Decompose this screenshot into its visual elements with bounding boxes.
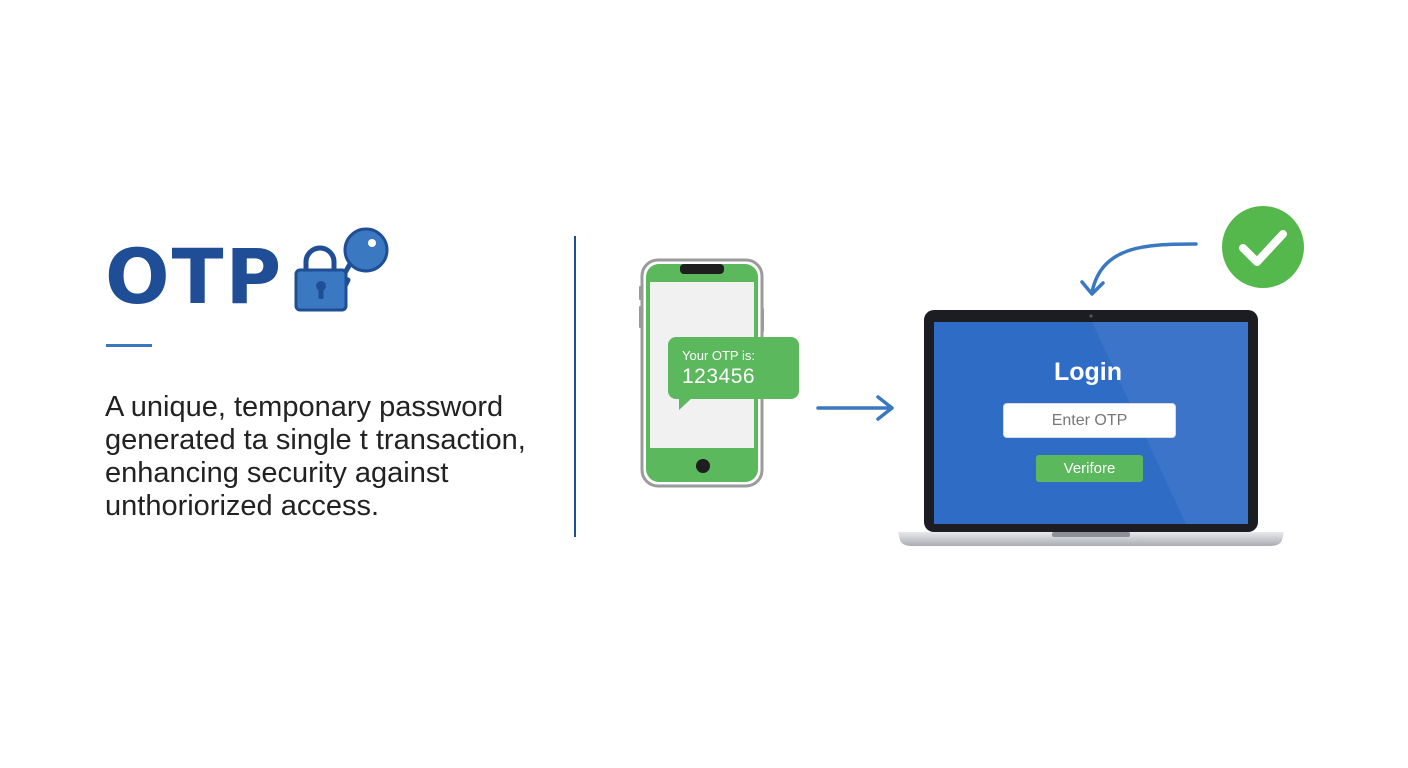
padlock-icon xyxy=(294,245,348,312)
login-title: Login xyxy=(1053,358,1123,386)
otp-code: 123456 xyxy=(682,365,756,388)
page-title: OTP xyxy=(105,232,284,321)
curved-arrow-icon xyxy=(1080,242,1198,296)
otp-input[interactable] xyxy=(1003,403,1176,438)
key-icon xyxy=(339,227,389,291)
title-underline xyxy=(106,344,152,347)
sms-label: Your OTP is: xyxy=(682,348,755,363)
verify-button[interactable]: Verifore xyxy=(1036,455,1143,482)
sms-bubble-tail xyxy=(679,397,693,410)
right-arrow-icon xyxy=(816,395,894,421)
check-circle-icon xyxy=(1222,206,1304,288)
section-divider xyxy=(574,236,576,537)
description-text: A unique, temponary password generated t… xyxy=(105,391,526,522)
lock-key-icon xyxy=(294,227,389,312)
sms-message-bubble: Your OTP is: 123456 xyxy=(668,337,799,399)
